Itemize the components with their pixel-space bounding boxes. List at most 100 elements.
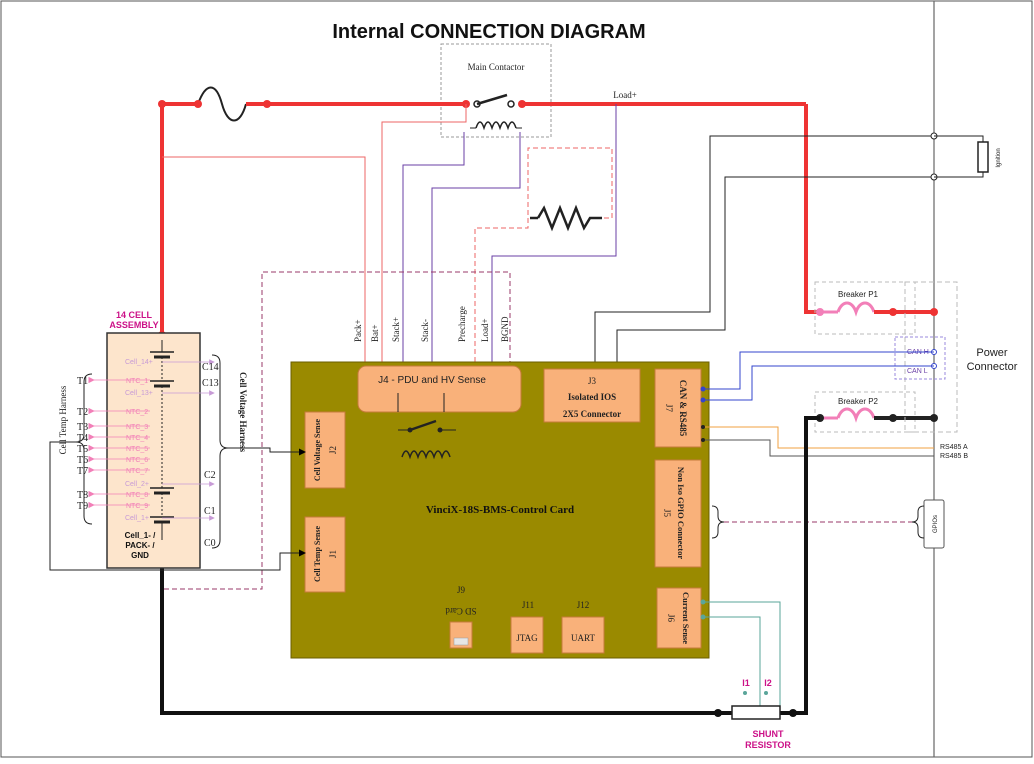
- rs485-a-label: RS485 A: [940, 444, 968, 451]
- j5-desc: Non Iso GPIO Connector: [676, 467, 686, 560]
- t2-label: T2: [77, 407, 88, 418]
- connector-j12: [561, 616, 605, 654]
- rs485-wires: [701, 425, 934, 457]
- connector-j2: [304, 411, 346, 489]
- onboard-relay: [397, 393, 456, 460]
- gpio-wire: [711, 505, 925, 539]
- j11-desc: JTAG: [516, 633, 538, 643]
- cell-bottom-label-1: Cell_1- /: [125, 531, 156, 540]
- ignition-label: Ignition: [996, 148, 1002, 167]
- main-contactor-label: Main Contactor: [468, 62, 525, 72]
- cell-1-label: Cell_1+: [125, 515, 149, 522]
- power-connector-label-2: Connector: [967, 361, 1018, 373]
- cell-voltage-harness: [211, 354, 306, 549]
- shunt-resistor: [731, 705, 781, 720]
- wire-label-pack-plus: Pack+: [353, 319, 363, 342]
- ntc-9-label: NTC_9: [126, 503, 148, 510]
- t8-label: T8: [77, 490, 88, 501]
- shunt-i2-label: I2: [764, 678, 772, 688]
- j9-desc: SD Card: [445, 606, 477, 616]
- t6-label: T6: [77, 455, 88, 466]
- j12-label: J12: [577, 600, 590, 610]
- connector-j7: [654, 368, 702, 448]
- j1-label: J1: [328, 550, 338, 558]
- main-contactor-switch: [470, 93, 522, 131]
- ntc-6-label: NTC_6: [126, 457, 148, 464]
- j11-label: J11: [522, 600, 534, 610]
- power-connector-box: [904, 281, 958, 433]
- can-l-label: CAN L: [907, 368, 928, 375]
- wire-label-bgnd: BGND: [500, 316, 510, 342]
- j4-label: J4 - PDU and HV Sense: [378, 375, 486, 386]
- breaker-p2-box: [814, 391, 916, 433]
- j3-desc: Isolated IOS: [568, 392, 616, 402]
- ntc-7-label: NTC_7: [126, 468, 148, 475]
- connector-j4: [357, 365, 522, 413]
- ntc-sensors: [88, 376, 150, 509]
- stack-minus-wire: [431, 132, 521, 370]
- t3-label: T3: [77, 422, 88, 433]
- ntc-8-label: NTC_8: [126, 492, 148, 499]
- j5-label: J5: [662, 509, 672, 518]
- pack-plus-wire: [162, 156, 366, 370]
- j6-desc: Current Sense: [681, 592, 691, 644]
- cell-assembly-label-1: 14 CELL: [116, 310, 153, 320]
- breaker-p1: [816, 301, 938, 317]
- ntc-2-label: NTC_2: [126, 409, 148, 416]
- gpio-connector: [923, 499, 945, 549]
- breaker-p1-box: [814, 281, 916, 335]
- t9-label: T9: [77, 501, 88, 512]
- cell-stack: [150, 340, 174, 540]
- wire-label-stack-minus: Stack-: [420, 319, 430, 342]
- load-plus-wire: [491, 104, 617, 370]
- cell-2-label: Cell_2+: [125, 481, 149, 488]
- j7-label: J7: [664, 404, 674, 413]
- can-connector-box: [894, 336, 946, 380]
- power-connector-label-1: Power: [976, 347, 1008, 359]
- precharge-resistor: [530, 204, 602, 232]
- sd-card-icon: [453, 637, 469, 646]
- c13-label: C13: [202, 378, 219, 389]
- j6-label: J6: [666, 614, 676, 623]
- ntc-4-label: NTC_4: [126, 435, 148, 442]
- j2-label: J2: [328, 446, 338, 454]
- j3-pins: 2X5 Connector: [563, 409, 621, 419]
- t1-label: T1: [77, 376, 88, 387]
- connector-j11: [510, 616, 544, 654]
- board-name: VinciX-18S-BMS-Control Card: [426, 504, 574, 516]
- diagram-title: Internal CONNECTION DIAGRAM: [332, 21, 645, 43]
- j12-desc: UART: [571, 633, 595, 643]
- c1-label: C1: [204, 506, 216, 517]
- c2-label: C2: [204, 470, 216, 481]
- t7-label: T7: [77, 466, 88, 477]
- cell-bottom-label-2: PACK- /: [125, 541, 155, 550]
- j2-desc: Cell Voltage Sense: [313, 418, 322, 481]
- j1-desc: Cell Temp Sense: [313, 526, 322, 582]
- connector-j1: [304, 516, 346, 593]
- c0-label: C0: [204, 538, 216, 549]
- gpio-label: GPIOs: [933, 515, 939, 533]
- cell-assembly-box: [106, 332, 201, 569]
- load-plus-top-label: Load+: [613, 90, 637, 100]
- precharge-wire: [474, 147, 613, 370]
- cell-temp-harness-label: Cell Temp Harness: [58, 385, 68, 454]
- bat-plus-wire: [381, 104, 467, 370]
- j7-desc: CAN & RS485: [678, 380, 688, 437]
- ntc-3-label: NTC_3: [126, 424, 148, 431]
- cell-13-label: Cell_13+: [125, 390, 153, 397]
- connector-j5: [654, 459, 702, 568]
- shunt-label-2: RESISTOR: [745, 740, 791, 750]
- c14-label: C14: [202, 362, 219, 373]
- cell-voltage-harness-label: Cell Voltage Harness: [238, 372, 248, 452]
- connector-j3: [543, 368, 641, 423]
- wire-label-precharge: Precharge: [457, 306, 467, 342]
- stack-plus-wire: [402, 132, 465, 370]
- wire-label-load-plus: Load+: [480, 318, 490, 342]
- main-contactor-box: [440, 43, 552, 138]
- cell-assembly-label-2: ASSEMBLY: [109, 320, 158, 330]
- j3-label: J3: [588, 376, 597, 386]
- cell-bottom-label-3: GND: [131, 551, 149, 560]
- j9-label: J9: [457, 585, 466, 595]
